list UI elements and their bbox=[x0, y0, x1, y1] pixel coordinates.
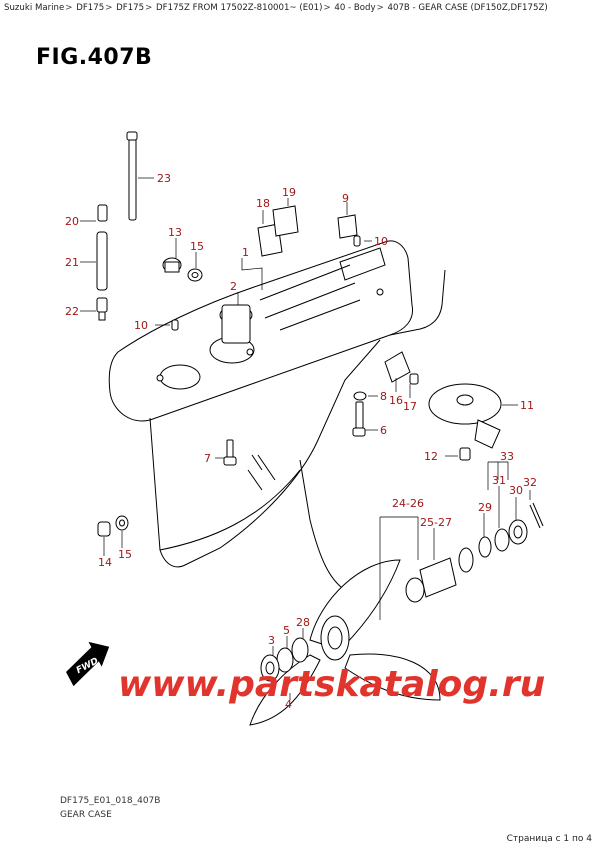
part-24-26-propeller[interactable] bbox=[249, 559, 441, 726]
callout-11[interactable]: 11 bbox=[520, 399, 534, 412]
callout-14[interactable]: 14 bbox=[98, 556, 112, 569]
breadcrumb-separator: > bbox=[145, 3, 153, 13]
part-19-clip[interactable] bbox=[272, 205, 299, 237]
breadcrumb-df175[interactable]: DF175 bbox=[76, 3, 105, 13]
part-14-plug[interactable] bbox=[97, 521, 111, 537]
part-20-nipple[interactable] bbox=[97, 204, 108, 222]
breadcrumb: Suzuki Marine> DF175> DF175> DF175Z FROM… bbox=[4, 2, 548, 14]
callout-33[interactable]: 33 bbox=[500, 450, 514, 463]
breadcrumb-separator: > bbox=[376, 3, 384, 13]
part-9-cap[interactable] bbox=[337, 214, 358, 239]
gear-case-body[interactable] bbox=[108, 240, 446, 591]
callout-16[interactable]: 16 bbox=[389, 394, 403, 407]
callout-7[interactable]: 7 bbox=[204, 452, 211, 465]
callout-3[interactable]: 3 bbox=[268, 634, 275, 647]
breadcrumb-current: 407B - GEAR CASE (DF150Z,DF175Z) bbox=[387, 3, 548, 13]
callout-32[interactable]: 32 bbox=[523, 476, 537, 489]
callouts: 1 2 3 4 5 6 7 8 9 10 10 11 12 13 14 15 1… bbox=[65, 172, 537, 711]
part-17-bolt[interactable] bbox=[409, 373, 419, 385]
callout-15-top[interactable]: 15 bbox=[190, 240, 204, 253]
part-8-washer[interactable] bbox=[353, 391, 367, 401]
callout-1[interactable]: 1 bbox=[242, 246, 249, 259]
callout-5[interactable]: 5 bbox=[283, 624, 290, 637]
callout-20[interactable]: 20 bbox=[65, 215, 79, 228]
part-15-washer-top[interactable] bbox=[187, 268, 203, 282]
callout-21[interactable]: 21 bbox=[65, 256, 79, 269]
part-6-bolt[interactable] bbox=[352, 401, 366, 437]
callout-29[interactable]: 29 bbox=[478, 501, 492, 514]
callout-9[interactable]: 9 bbox=[342, 192, 349, 205]
callout-24-26[interactable]: 24-26 bbox=[392, 497, 424, 510]
part-3-nut[interactable] bbox=[260, 654, 280, 682]
callout-25-27[interactable]: 25-27 bbox=[420, 516, 452, 529]
breadcrumb-suzuki-marine[interactable]: Suzuki Marine bbox=[4, 3, 65, 13]
breadcrumb-body[interactable]: 40 - Body bbox=[334, 3, 376, 13]
part-22-fitting[interactable] bbox=[96, 297, 108, 321]
figure-code: DF175_E01_018_407B bbox=[60, 796, 161, 806]
part-15-washer-bottom[interactable] bbox=[115, 515, 129, 531]
breadcrumb-separator: > bbox=[323, 3, 331, 13]
callout-23[interactable]: 23 bbox=[157, 172, 171, 185]
callout-6[interactable]: 6 bbox=[380, 424, 387, 437]
part-11-trim-tab[interactable] bbox=[428, 383, 502, 449]
callout-18[interactable]: 18 bbox=[256, 197, 270, 210]
part-31-washer[interactable] bbox=[494, 528, 510, 552]
part-25-27-bushing[interactable] bbox=[405, 547, 474, 603]
callout-8[interactable]: 8 bbox=[380, 390, 387, 403]
part-23-rod[interactable] bbox=[126, 131, 138, 221]
callout-31[interactable]: 31 bbox=[492, 474, 506, 487]
callout-2[interactable]: 2 bbox=[230, 280, 237, 293]
callout-19[interactable]: 19 bbox=[282, 186, 296, 199]
callout-17[interactable]: 17 bbox=[403, 400, 417, 413]
callout-22[interactable]: 22 bbox=[65, 305, 79, 318]
part-7-bolt[interactable] bbox=[223, 439, 237, 466]
callout-12[interactable]: 12 bbox=[424, 450, 438, 463]
part-21-tube[interactable] bbox=[96, 231, 108, 291]
breadcrumb-df175-2[interactable]: DF175 bbox=[116, 3, 145, 13]
part-29-spacer[interactable] bbox=[478, 536, 492, 558]
callout-10-right[interactable]: 10 bbox=[374, 235, 388, 248]
callout-28[interactable]: 28 bbox=[296, 616, 310, 629]
callout-4[interactable]: 4 bbox=[285, 698, 292, 711]
breadcrumb-separator: > bbox=[105, 3, 113, 13]
breadcrumb-separator: > bbox=[65, 3, 73, 13]
part-16-anode-bracket[interactable] bbox=[384, 351, 411, 383]
leader-lines bbox=[80, 177, 531, 700]
pager: Страница с 1 по 4 bbox=[506, 834, 592, 844]
callout-30[interactable]: 30 bbox=[509, 484, 523, 497]
callout-13[interactable]: 13 bbox=[168, 226, 182, 239]
fwd-arrow-badge: FWD bbox=[66, 641, 110, 687]
part-32-cotter-pin[interactable] bbox=[529, 502, 544, 529]
part-30-nut[interactable] bbox=[508, 519, 528, 545]
breadcrumb-model-range[interactable]: DF175Z FROM 17502Z-810001~ (E01) bbox=[156, 3, 323, 13]
part-12-bolt[interactable] bbox=[459, 447, 471, 461]
part-28-washer[interactable] bbox=[291, 637, 309, 663]
part-13-plug[interactable] bbox=[162, 257, 182, 273]
figure-caption: GEAR CASE bbox=[60, 810, 112, 820]
watermark: www.partskatalog.ru bbox=[118, 664, 545, 705]
callout-15-bottom[interactable]: 15 bbox=[118, 548, 132, 561]
part-10-dowel-left[interactable] bbox=[171, 319, 179, 331]
part-10-dowel-right[interactable] bbox=[353, 235, 361, 247]
figure-title: FIG.407B bbox=[36, 45, 153, 70]
callout-10-left[interactable]: 10 bbox=[134, 319, 148, 332]
